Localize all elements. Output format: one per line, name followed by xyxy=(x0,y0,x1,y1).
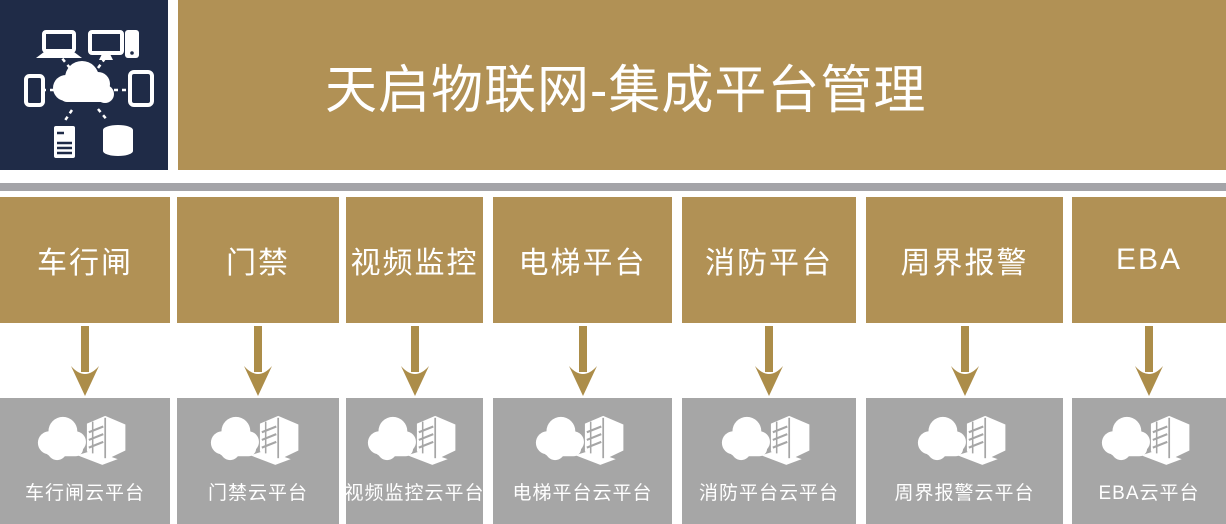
system-box-4: 电梯平台 xyxy=(493,197,672,323)
system-box-6: 周界报警 xyxy=(866,197,1063,323)
column-2: 门禁 门禁云平台 xyxy=(177,197,339,524)
system-box-7: EBA xyxy=(1072,197,1226,323)
arrow-zone-7 xyxy=(1072,323,1226,398)
arrow-zone-4 xyxy=(493,323,672,398)
system-label: 电梯平台 xyxy=(518,247,647,280)
columns: 车行闸 车行闸云平台 门禁 门禁云平台 视频监控 视频监控云平台 电梯 xyxy=(0,197,1226,524)
iot-cloud-devices-icon xyxy=(24,30,154,158)
down-arrow-icon xyxy=(71,326,99,396)
column-7: EBA EBA云平台 xyxy=(1072,197,1226,524)
platform-label: 电梯平台云平台 xyxy=(512,483,653,504)
title-bar: 天启物联网-集成平台管理 xyxy=(178,0,1226,170)
cloud-building-icon xyxy=(366,414,456,466)
header: 天启物联网-集成平台管理 xyxy=(0,0,1226,170)
header-separator xyxy=(0,183,1226,191)
cloud-building-icon xyxy=(209,414,300,466)
platform-box-1: 车行闸云平台 xyxy=(0,398,170,524)
down-arrow-icon xyxy=(950,326,979,396)
cloud-building-icon xyxy=(534,414,624,466)
platform-box-6: 周界报警云平台 xyxy=(866,398,1063,524)
system-box-3: 视频监控 xyxy=(346,197,483,323)
system-label: 视频监控 xyxy=(350,247,479,280)
column-6: 周界报警 周界报警云平台 xyxy=(866,197,1063,524)
platform-label: 门禁云平台 xyxy=(207,483,308,504)
page-title: 天启物联网-集成平台管理 xyxy=(325,61,927,120)
arrow-zone-5 xyxy=(682,323,856,398)
column-4: 电梯平台 电梯平台云平台 xyxy=(493,197,672,524)
iot-logo-tile xyxy=(0,0,168,170)
cloud-building-icon xyxy=(916,414,1006,466)
down-arrow-icon xyxy=(400,326,429,396)
platform-box-2: 门禁云平台 xyxy=(177,398,339,524)
system-label: 车行闸 xyxy=(37,247,133,280)
column-1: 车行闸 车行闸云平台 xyxy=(0,197,170,524)
system-label: 门禁 xyxy=(226,247,290,280)
cloud-building-icon xyxy=(36,414,127,466)
platform-label: 消防平台云平台 xyxy=(698,483,839,504)
cloud-building-icon xyxy=(720,414,811,466)
column-5: 消防平台 消防平台云平台 xyxy=(682,197,856,524)
system-label: 消防平台 xyxy=(705,247,833,280)
platform-label: 周界报警云平台 xyxy=(894,483,1035,504)
system-box-1: 车行闸 xyxy=(0,197,170,323)
down-arrow-icon xyxy=(568,326,597,396)
platform-label: 车行闸云平台 xyxy=(24,483,145,504)
platform-label: EBA云平台 xyxy=(1098,483,1200,504)
platform-box-4: 电梯平台云平台 xyxy=(493,398,672,524)
platform-box-7: EBA云平台 xyxy=(1072,398,1226,524)
arrow-zone-6 xyxy=(866,323,1063,398)
column-3: 视频监控 视频监控云平台 xyxy=(344,197,485,524)
system-box-5: 消防平台 xyxy=(682,197,856,323)
platform-box-5: 消防平台云平台 xyxy=(682,398,856,524)
down-arrow-icon xyxy=(755,326,783,396)
cloud-building-icon xyxy=(1100,414,1191,466)
platform-box-3: 视频监控云平台 xyxy=(344,398,485,524)
system-label: 周界报警 xyxy=(900,247,1029,280)
down-arrow-icon xyxy=(244,326,272,396)
system-box-2: 门禁 xyxy=(177,197,339,323)
arrow-zone-1 xyxy=(0,323,170,398)
system-label: EBA xyxy=(1115,243,1183,276)
down-arrow-icon xyxy=(1135,326,1163,396)
arrow-zone-2 xyxy=(177,323,339,398)
platform-label: 视频监控云平台 xyxy=(344,483,485,504)
arrow-zone-3 xyxy=(346,323,483,398)
